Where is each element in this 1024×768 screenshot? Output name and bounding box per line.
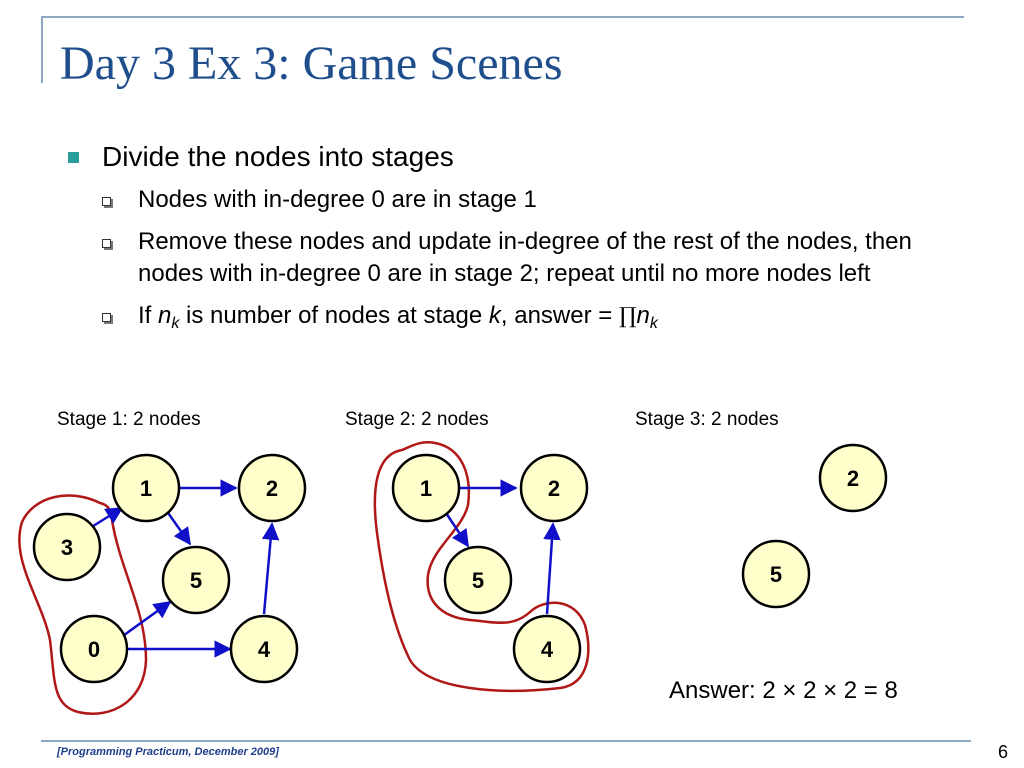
node-4-s2-label: 4 [541,637,554,662]
stage-3-label: Stage 3: 2 nodes [635,409,779,430]
hollow-square-bullet-icon [102,313,111,322]
stage-3-graph: 2 5 [741,443,888,609]
sub-bullet-3: If nk is number of nodes at stage k, ans… [60,300,980,340]
node-4-s2 [512,614,582,684]
stage-2-graph: 1 2 5 4 [373,441,590,693]
stage-1-graph: 1 2 3 5 0 4 [18,453,307,715]
node-2 [237,453,307,523]
node-1-s2-label: 1 [420,476,432,501]
stage-2-highlight-loop [373,441,590,693]
footer-text: [Programming Practicum, December 2009] [57,746,279,758]
edge-4-2 [261,522,280,615]
answer-text: Answer: 2 × 2 × 2 = 8 [669,677,898,704]
hollow-square-bullet-icon [102,239,111,248]
node-5-s3 [741,539,811,609]
sub-bullet-3-text: If nk is number of nodes at stage k, ans… [138,302,658,332]
node-0-label: 0 [88,637,100,662]
node-2-s2 [519,453,589,523]
node-5-s3-label: 5 [770,562,782,587]
product-symbol: ∏ [618,304,637,329]
node-4 [229,614,299,684]
stage-1-label: Stage 1: 2 nodes [57,409,201,430]
bullet-main: Divide the nodes into stages [60,140,980,174]
node-5-label: 5 [190,568,202,593]
edge-3-1 [89,506,124,530]
node-2-s2-label: 2 [548,476,560,501]
top-rule [41,16,964,18]
edge-4-2-s2 [543,522,561,615]
node-5 [161,545,231,615]
sub-bullet-1-text: Nodes with in-degree 0 are in stage 1 [138,186,537,213]
footer-rule [41,740,971,742]
slide-title: Day 3 Ex 3: Game Scenes [60,37,563,90]
node-1-label: 1 [140,476,152,501]
node-1-s2 [391,453,461,523]
edge-1-5 [164,509,192,546]
node-5-s2 [443,545,513,615]
stage-1-highlight-loop [18,494,148,715]
stage-2-label: Stage 2: 2 nodes [345,409,489,430]
node-2-s3-label: 2 [847,466,859,491]
edge-1-5-s2 [442,509,470,548]
bullet-main-text: Divide the nodes into stages [102,141,454,172]
page-number: 6 [998,742,1009,762]
sub-bullet-1: Nodes with in-degree 0 are in stage 1 [60,184,980,216]
bullet-list: Divide the nodes into stages Nodes with … [60,140,980,340]
hollow-square-bullet-icon [102,197,111,206]
edge-0-5 [119,600,172,640]
sub-bullet-2-text: Remove these nodes and update in-degree … [138,228,912,287]
left-rule [41,16,43,83]
node-2-s3 [818,443,888,513]
node-0 [59,614,129,684]
node-1 [111,453,181,523]
node-2-label: 2 [266,476,278,501]
node-3 [32,512,102,582]
node-5-s2-label: 5 [472,568,484,593]
node-4-label: 4 [258,637,271,662]
sub-bullet-2: Remove these nodes and update in-degree … [60,226,980,290]
square-bullet-icon [68,152,79,163]
node-3-label: 3 [61,535,73,560]
